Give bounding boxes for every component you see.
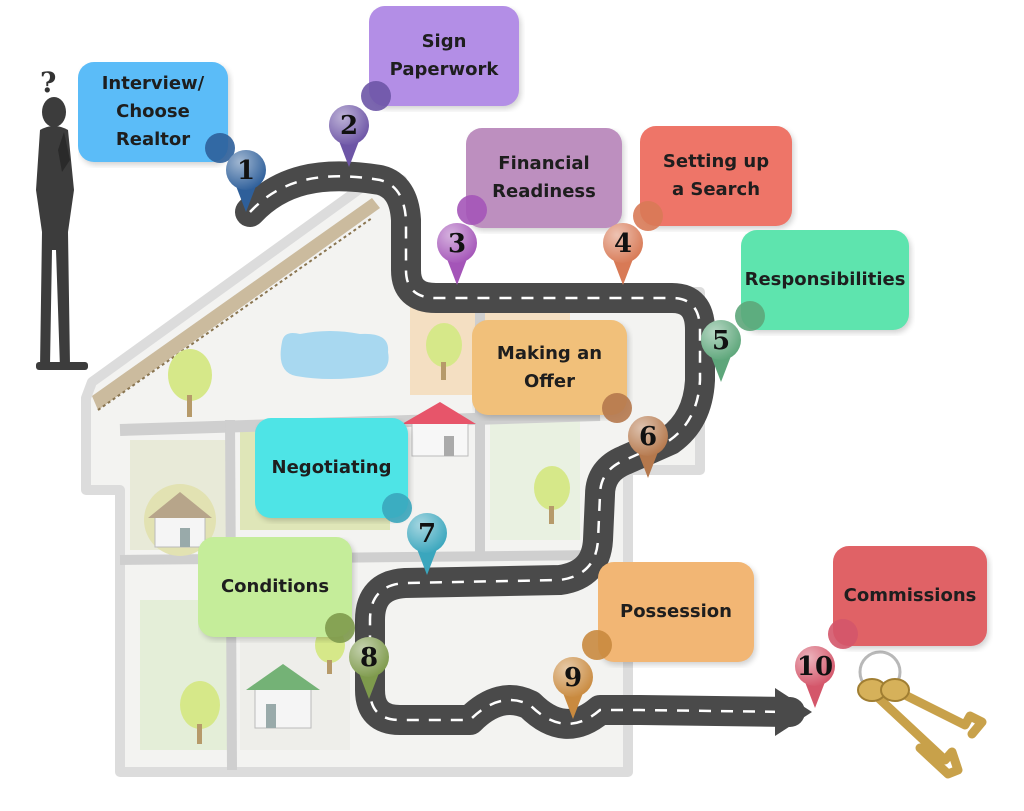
step-2-connector-dot bbox=[361, 81, 391, 111]
step-5-pin-icon: 5 bbox=[701, 320, 741, 382]
question-mark: ? bbox=[40, 66, 56, 99]
step-8-pin-icon: 8 bbox=[349, 637, 389, 699]
step-8-number: 8 bbox=[360, 643, 378, 673]
step-8-connector-dot bbox=[325, 613, 355, 643]
step-6-box: Making an Offer bbox=[472, 320, 627, 415]
step-4-pin-icon: 4 bbox=[603, 223, 643, 285]
step-3-box-fill: Financial Readiness bbox=[466, 128, 622, 228]
step-1-connector-dot bbox=[205, 133, 235, 163]
step-8-box-fill: Conditions bbox=[198, 537, 352, 637]
step-10-box: Commissions bbox=[833, 546, 987, 646]
step-5-label: Responsibilities bbox=[744, 269, 906, 290]
step-2-number: 2 bbox=[340, 111, 358, 141]
step-9-label: Possession bbox=[620, 601, 732, 622]
step-1-number: 1 bbox=[237, 156, 255, 186]
step-1-label: Interview/ Choose Realtor bbox=[101, 73, 205, 150]
step-9-connector-dot bbox=[582, 630, 612, 660]
step-2-box-fill: Sign Paperwork bbox=[369, 6, 519, 106]
step-7-pin-icon: 7 bbox=[407, 513, 447, 575]
step-2-pin-icon: 2 bbox=[329, 105, 369, 167]
step-4-number: 4 bbox=[614, 229, 632, 259]
step-8-box: Conditions bbox=[198, 537, 352, 637]
step-10-connector-dot bbox=[828, 619, 858, 649]
step-7-box: Negotiating bbox=[255, 418, 408, 518]
step-10-box-fill: Commissions bbox=[833, 546, 987, 646]
keys-icon bbox=[857, 650, 987, 779]
road-arrow-icon bbox=[775, 688, 812, 736]
step-7-label: Negotiating bbox=[271, 457, 392, 478]
step-10-pin-icon: 10 bbox=[795, 646, 835, 708]
step-5-box: Responsibilities bbox=[741, 230, 909, 330]
step-4-label: Setting up a Search bbox=[662, 151, 770, 200]
step-6-box-fill: Making an Offer bbox=[472, 320, 627, 415]
person-silhouette-icon: ? bbox=[36, 66, 88, 370]
step-7-connector-dot bbox=[382, 493, 412, 523]
step-5-connector-dot bbox=[735, 301, 765, 331]
step-4-box-fill: Setting up a Search bbox=[640, 126, 792, 226]
step-6-connector-dot bbox=[602, 393, 632, 423]
pond-icon bbox=[280, 331, 389, 379]
step-7-box-fill: Negotiating bbox=[255, 418, 408, 518]
step-6-pin-icon: 6 bbox=[628, 416, 668, 478]
step-5-number: 5 bbox=[712, 326, 730, 356]
step-3-label: Financial Readiness bbox=[492, 153, 596, 202]
step-3-connector-dot bbox=[457, 195, 487, 225]
step-6-label: Making an Offer bbox=[496, 342, 603, 392]
step-6-number: 6 bbox=[639, 422, 657, 452]
step-3-pin-icon: 3 bbox=[437, 223, 477, 285]
step-9-pin-icon: 9 bbox=[553, 657, 593, 719]
step-1-box-fill: Interview/ Choose Realtor bbox=[78, 62, 228, 162]
step-3-number: 3 bbox=[448, 229, 466, 259]
step-10-number: 10 bbox=[797, 652, 833, 682]
step-7-number: 7 bbox=[418, 519, 436, 549]
step-8-label: Conditions bbox=[220, 576, 330, 597]
road-path bbox=[235, 161, 812, 739]
step-4-connector-dot bbox=[633, 201, 663, 231]
step-5-box-fill: Responsibilities bbox=[741, 230, 909, 330]
step-1-box: Interview/ Choose Realtor bbox=[78, 62, 228, 162]
step-3-box: Financial Readiness bbox=[466, 128, 622, 228]
step-10-label: Commissions bbox=[843, 585, 977, 606]
step-1-pin-icon: 1 bbox=[226, 150, 266, 212]
step-4-box: Setting up a Search bbox=[640, 126, 792, 226]
step-2-label: Sign Paperwork bbox=[389, 31, 499, 80]
step-2-box: Sign Paperwork bbox=[369, 6, 519, 106]
step-9-box-fill: Possession bbox=[598, 562, 754, 662]
step-9-number: 9 bbox=[564, 663, 582, 693]
step-9-box: Possession bbox=[598, 562, 754, 662]
house-icon bbox=[144, 402, 476, 729]
